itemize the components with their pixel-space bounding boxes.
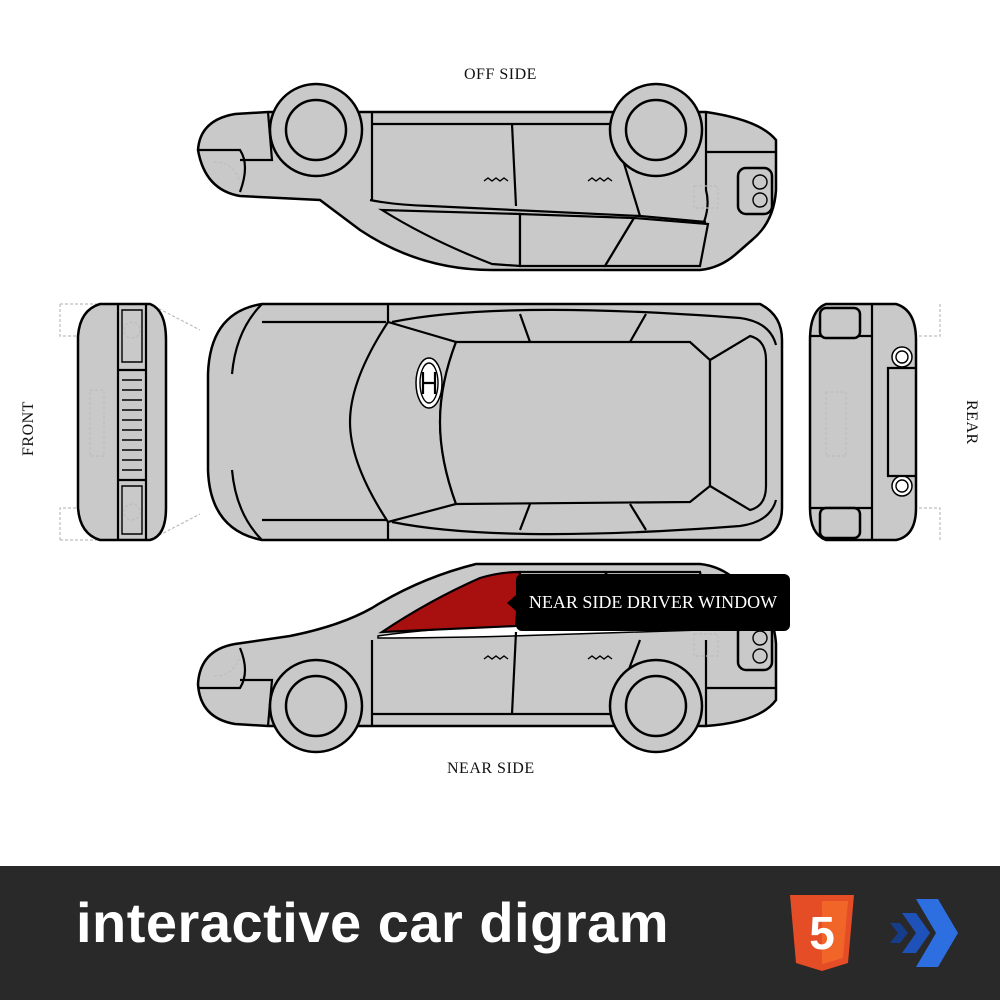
off-side-rear-window[interactable] bbox=[377, 208, 522, 268]
roof-panel[interactable] bbox=[438, 340, 712, 506]
front-view bbox=[59, 302, 168, 542]
off-side-windscreen-edge[interactable] bbox=[603, 216, 710, 268]
top-view bbox=[60, 302, 784, 542]
banner-title: interactive car digram bbox=[76, 891, 670, 954]
rear-label: REAR bbox=[963, 400, 980, 445]
off-side-label: OFF SIDE bbox=[464, 66, 537, 83]
front-label: FRONT bbox=[20, 401, 37, 456]
car-diagram: OFF SIDE NEAR SIDE FRONT REAR NEAR SIDE … bbox=[20, 66, 980, 777]
off-side-view bbox=[196, 82, 778, 272]
near-side-label: NEAR SIDE bbox=[447, 760, 535, 777]
html5-logo-icon: 5 bbox=[790, 895, 854, 971]
rear-view bbox=[808, 302, 941, 542]
part-tooltip: NEAR SIDE DRIVER WINDOW bbox=[507, 574, 790, 631]
rear-body[interactable] bbox=[808, 302, 918, 542]
chevron-brand-logo-icon bbox=[890, 899, 958, 967]
rear-window[interactable] bbox=[708, 334, 768, 512]
html5-digit: 5 bbox=[809, 907, 835, 959]
tooltip-text: NEAR SIDE DRIVER WINDOW bbox=[528, 592, 778, 612]
near-side-driver-window[interactable] bbox=[378, 570, 522, 634]
